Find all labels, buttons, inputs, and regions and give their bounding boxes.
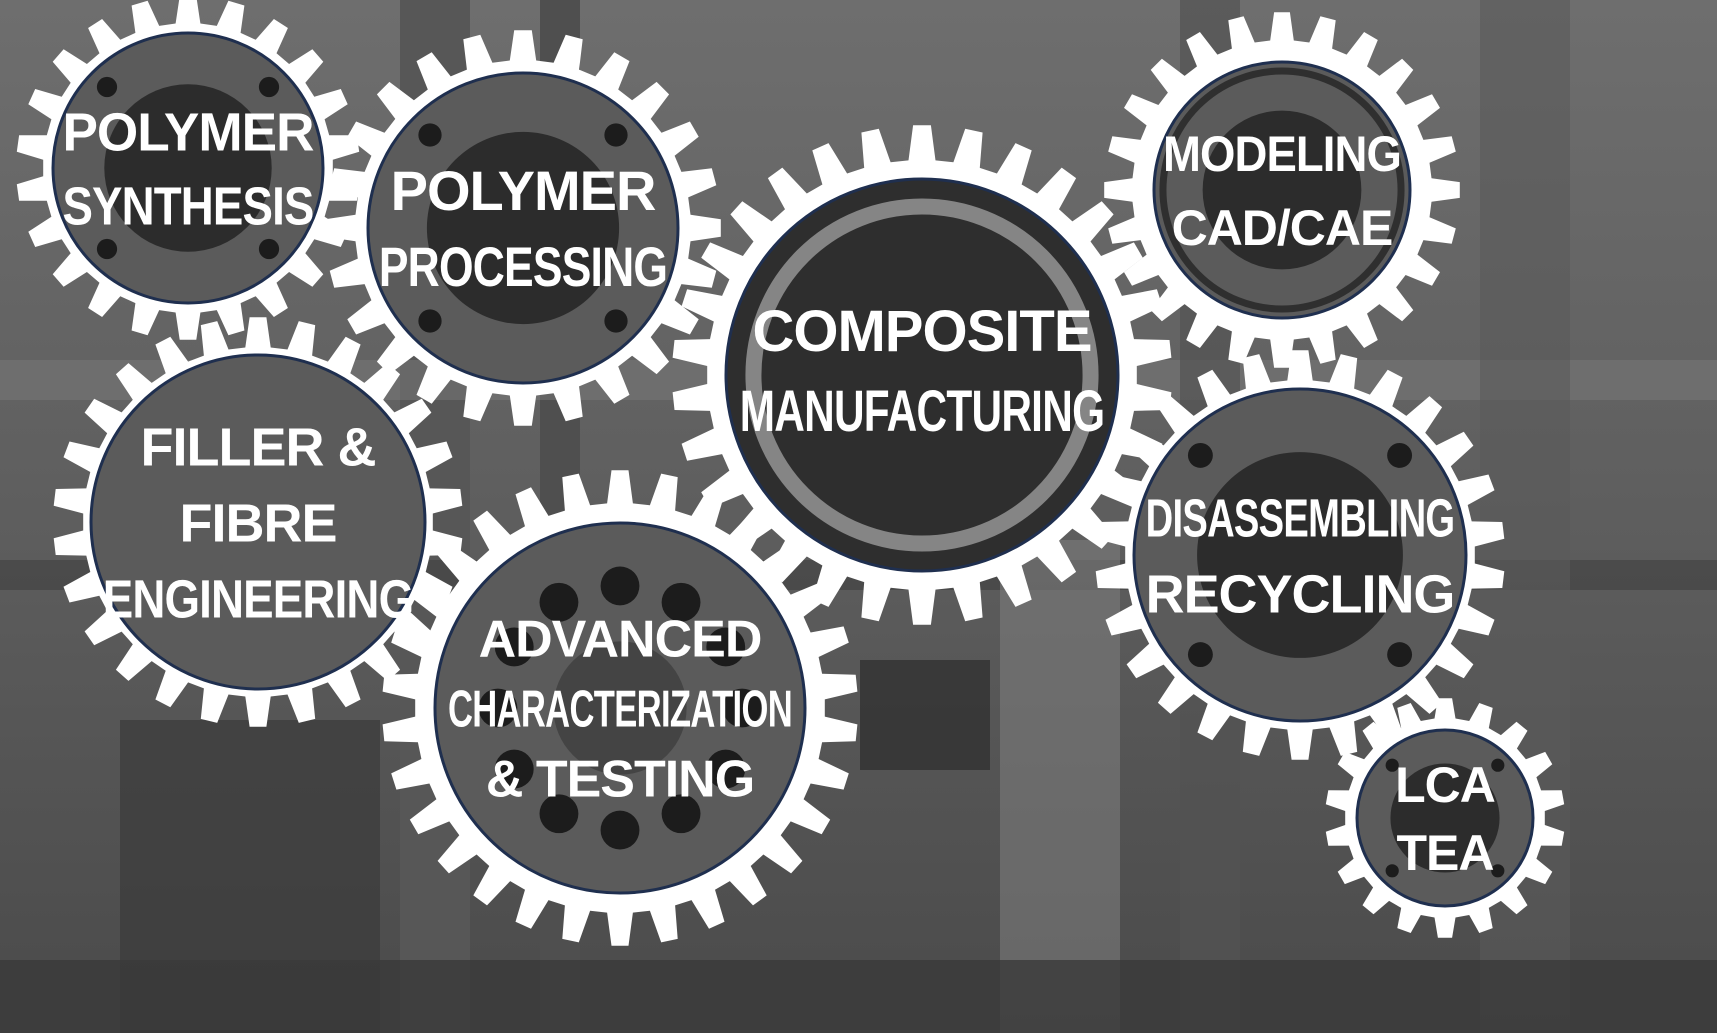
bolt-hole [258, 76, 280, 98]
gear-hub [1197, 452, 1403, 658]
bolt-hole [1491, 864, 1505, 878]
gear-hole [706, 749, 746, 789]
gear-label-line: RECYCLING [1146, 564, 1455, 624]
gear-hub [1202, 110, 1362, 270]
gear-label-line: CAD/CAE [1172, 200, 1393, 256]
gear-advanced-characterization-testing: ADVANCED CHARACTERIZATION & TESTING [382, 470, 858, 946]
gear-label-line: POLYMER [391, 159, 656, 222]
gear-label-line: TEA [1397, 825, 1494, 881]
bolt-hole [1387, 442, 1413, 468]
gear-hole [661, 794, 701, 834]
gear-label-line: PROCESSING [379, 235, 667, 298]
gear-inner-ring [745, 198, 1099, 552]
bolt-hole [1387, 642, 1413, 668]
bolt-hole [258, 238, 280, 260]
gear-polymer-processing: POLYMER PROCESSING [325, 30, 721, 426]
bolt-hole [1385, 758, 1399, 772]
gear-label-line: ENGINEERING [103, 569, 414, 629]
gear-hub [553, 641, 687, 775]
gear-label-line: MODELING [1163, 126, 1401, 182]
bolt-hole [1187, 642, 1213, 668]
bolt-hole [418, 123, 442, 147]
gear-label-line: FILLER & [141, 417, 376, 477]
gear-hole [494, 627, 534, 667]
gear-label-line: ADVANCED [479, 611, 762, 669]
gear-label-line: MANUFACTURING [740, 379, 1105, 444]
gear-hub [426, 131, 620, 325]
gear-label-line: COMPOSITE [752, 299, 1091, 364]
gear-label-line: LCA [1395, 757, 1495, 813]
gear-filler-fibre-engineering: FILLER & FIBRE ENGINEERING [53, 317, 463, 727]
gear-hole [706, 627, 746, 667]
bolt-hole [1491, 758, 1505, 772]
gear-lca-tea: LCA TEA [1325, 698, 1565, 938]
bolt-hole [604, 123, 628, 147]
gear-hole [722, 688, 762, 728]
gear-label-line: FIBRE [180, 493, 337, 553]
gear-hub [104, 84, 272, 252]
gear-hole [478, 688, 518, 728]
gear-label-line: POLYMER [62, 102, 313, 162]
gear-label-line: CHARACTERIZATION [448, 681, 792, 739]
bolt-hole [1187, 442, 1213, 468]
bolt-hole [1385, 864, 1399, 878]
gear-label-line: & TESTING [486, 751, 754, 809]
gear-composite-manufacturing: COMPOSITE MANUFACTURING [672, 125, 1172, 625]
gear-hole [539, 794, 579, 834]
gear-hole [600, 566, 640, 606]
gear-hole [494, 749, 534, 789]
gear-rim [1159, 67, 1405, 313]
bolt-hole [96, 238, 118, 260]
bolt-hole [96, 76, 118, 98]
gear-hole [661, 582, 701, 622]
gear-label-line: DISASSEMBLING [1146, 488, 1455, 548]
gear-modeling-cad-cae: MODELING CAD/CAE [1104, 12, 1460, 368]
gear-face [724, 177, 1120, 573]
gear-disassembling-recycling: DISASSEMBLING RECYCLING [1095, 350, 1505, 760]
gear-label-line: SYNTHESIS [62, 176, 313, 236]
gear-hole [539, 582, 579, 622]
gear-hole [600, 810, 640, 850]
bolt-hole [604, 309, 628, 333]
gear-polymer-synthesis: POLYMER SYNTHESIS [16, 0, 360, 340]
gear-face [89, 353, 427, 691]
bolt-hole [418, 309, 442, 333]
gear-hub [1390, 763, 1500, 873]
